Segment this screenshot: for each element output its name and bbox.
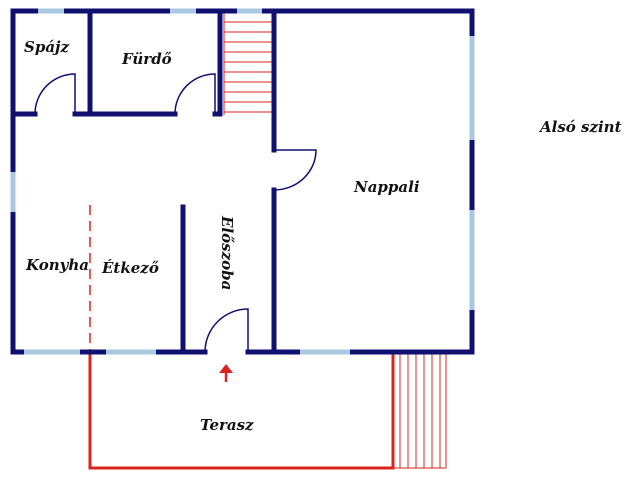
room-label-konyha: Konyha xyxy=(25,256,89,274)
entrance-arrow xyxy=(219,364,233,382)
room-label-eloszoba: Előszoba xyxy=(218,215,236,290)
entrance-door xyxy=(204,308,249,353)
room-label-terasz: Terasz xyxy=(200,416,254,434)
interior-stairs xyxy=(223,12,273,115)
doors xyxy=(34,73,317,353)
terrace-stairs xyxy=(393,351,447,469)
living-room-door xyxy=(273,149,317,191)
terrace-outline xyxy=(88,352,395,470)
room-label-spajz: Spájz xyxy=(24,38,69,56)
windows xyxy=(10,8,475,355)
room-label-nappali: Nappali xyxy=(353,178,420,196)
pantry-door xyxy=(34,73,76,115)
level-label: Alsó szint xyxy=(538,118,622,136)
room-label-furdo: Fürdő xyxy=(121,50,172,68)
room-label-etkezo: Étkező xyxy=(101,259,159,277)
bathroom-door xyxy=(174,73,216,115)
